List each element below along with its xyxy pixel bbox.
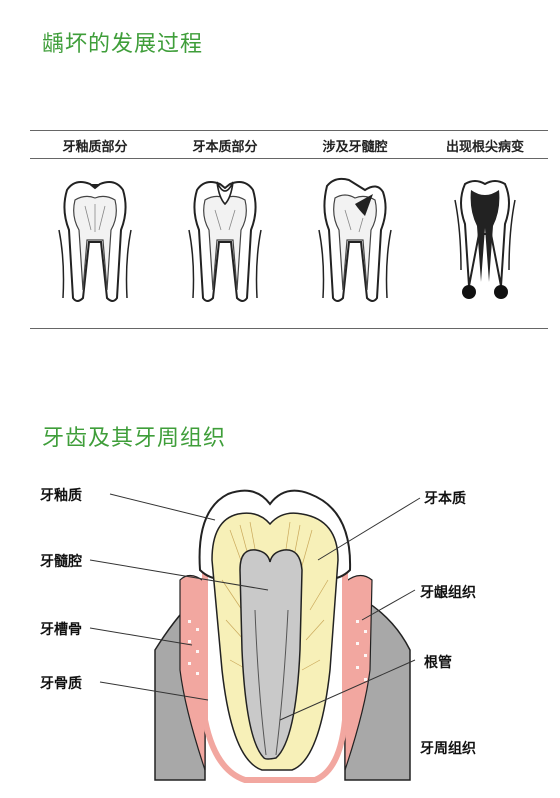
label-periodontium: 牙周组织 (420, 741, 476, 757)
table-bottom-rule (30, 328, 548, 329)
label-gingiva: 牙龈组织 (420, 585, 476, 601)
stage-label-dentin: 牙本质部分 (192, 140, 258, 155)
bone-dots (188, 620, 367, 681)
caries-stages-table: 牙釉质部分 牙本质部分 涉及牙髓腔 出现根尖病变 (30, 130, 548, 330)
stage-label-enamel: 牙釉质部分 (62, 140, 128, 155)
label-cementum: 牙骨质 (40, 676, 82, 692)
table-header-rule (30, 158, 548, 159)
label-pulp: 牙髓腔 (40, 554, 82, 570)
tooth-stage-2 (188, 181, 262, 302)
gum-left (179, 574, 206, 771)
label-root-canal: 根管 (424, 655, 452, 671)
gum-right (344, 574, 373, 771)
label-enamel: 牙釉质 (40, 488, 82, 504)
label-alveolar-bone: 牙槽骨 (40, 622, 82, 638)
caries-section-title: 龋坏的发展过程 (42, 32, 204, 57)
tooth-anatomy-diagram (89, 489, 421, 783)
pulp-cavity (239, 549, 303, 760)
stage-label-pulp: 涉及牙髓腔 (322, 140, 388, 155)
label-dentin: 牙本质 (424, 491, 466, 507)
anatomy-section-title: 牙齿及其牙周组织 (42, 426, 227, 451)
tooth-stage-4 (454, 180, 516, 299)
stage-label-apical: 出现根尖病变 (445, 140, 524, 155)
table-top-rule (30, 130, 548, 131)
leader-lines (89, 493, 421, 721)
tooth-stage-3 (318, 177, 392, 302)
tooth-stage-1 (58, 181, 132, 302)
